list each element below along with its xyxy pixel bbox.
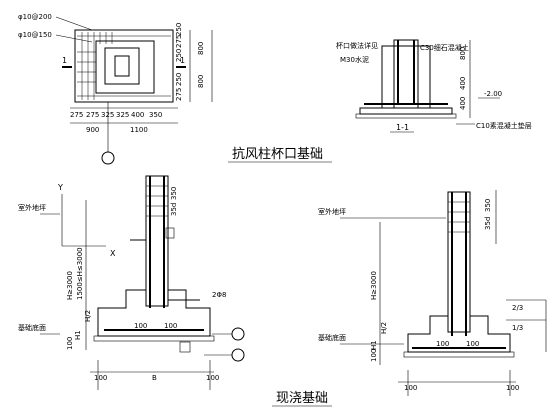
- section-note-2: C30细石混凝土: [420, 43, 469, 52]
- plan-dim-right-0: 250: [175, 23, 183, 36]
- right-dim-v-4: H/2: [380, 322, 388, 334]
- right-dim-v-3: H1: [370, 340, 378, 350]
- plan-dim-right-3: 250: [175, 49, 183, 62]
- right-dim-h-0: 100: [404, 384, 417, 392]
- left-dim-v-4: H1: [74, 330, 82, 340]
- plan-dim-bottom-4: 400: [131, 111, 144, 119]
- plan-dim-bottom-5: 350: [149, 111, 162, 119]
- right-dim-v-0: 350: [484, 199, 492, 212]
- section-dim-0: 800: [459, 47, 467, 60]
- left-label-base: 基础底面: [18, 323, 46, 332]
- plan-section-mark-left: 1: [62, 56, 67, 65]
- plan-dim-total-0: 900: [86, 126, 99, 134]
- right-cover-0: 100: [436, 340, 449, 348]
- plan-dim-bottom-1: 275: [86, 111, 99, 119]
- plan-rebar-1: φ10@200: [18, 13, 52, 21]
- left-axis-circle-1: [231, 327, 245, 341]
- left-cover-1: 100: [164, 322, 177, 330]
- right-side-mark-1: 1/3: [512, 324, 523, 332]
- section-dim-2: 400: [459, 97, 467, 110]
- section-note-3: C10素混凝土垫层: [476, 121, 532, 130]
- left-cover-0: 100: [134, 322, 147, 330]
- plan-axis-circle: [101, 151, 115, 165]
- plan-dim-right-4: 250: [175, 73, 183, 86]
- left-rebar: 2Φ8: [212, 291, 226, 299]
- right-label-base: 基础底面: [318, 333, 346, 342]
- left-dim-v-1: 35d: [170, 203, 178, 216]
- title-cast-foundation: 现浇基础: [276, 391, 328, 406]
- right-cast-detail: 室外地坪 基础底面 350 35d H≥3000 H1 H/2 100 100 …: [318, 190, 547, 396]
- plan-rebar-2: φ10@150: [18, 31, 52, 39]
- left-dim-v-3: H≥3000: [66, 271, 74, 300]
- left-label-ground: 室外地坪: [18, 203, 46, 212]
- plan-dim-right-1: 275: [175, 35, 183, 48]
- section-1-1: 杯口做法详见 M30水泥 C30细石混凝土 C10素混凝土垫层 800 400 …: [336, 39, 532, 133]
- left-cast-detail: Y X 室外地坪 基础底面 350 35d 1500≤H≤3000 H≥3000…: [18, 175, 245, 390]
- plan-dim-total-1: 1100: [130, 126, 148, 134]
- left-dim-h-0: 100: [94, 374, 107, 382]
- plan-dim-right-6: 275: [175, 88, 183, 101]
- axis-x-label: X: [110, 249, 116, 258]
- left-dim-v-2: 1500≤H≤3000: [76, 247, 84, 300]
- right-dim-v-5: 100: [370, 349, 378, 362]
- plan-section-mark-right: 1: [180, 56, 185, 65]
- left-dim-v-6: 100: [66, 337, 74, 350]
- plan-dim-right-5: 800: [197, 75, 205, 88]
- section-elevation: -2.00: [484, 90, 502, 98]
- title-cup-foundation: 抗风柱杯口基础: [232, 147, 323, 162]
- left-axis-circle-2: [231, 348, 245, 362]
- axis-y-label: Y: [57, 183, 63, 192]
- right-cover-1: 100: [466, 340, 479, 348]
- plan-dim-right-2: 800: [197, 42, 205, 55]
- right-dim-v-2: H≥3000: [370, 271, 378, 300]
- plan-dim-bottom-0: 275: [70, 111, 83, 119]
- section-label: 1-1: [396, 123, 409, 132]
- left-dim-v-5: H/2: [84, 310, 92, 322]
- right-dim-h-1: 100: [506, 384, 519, 392]
- left-dim-h-2: 100: [206, 374, 219, 382]
- plan-dim-bottom-2: 325: [101, 111, 114, 119]
- plan-dim-bottom-3: 325: [116, 111, 129, 119]
- right-side-mark-0: 2/3: [512, 304, 523, 312]
- right-label-ground: 室外地坪: [318, 207, 346, 216]
- section-note-0: 杯口做法详见: [336, 41, 378, 50]
- section-note-1: M30水泥: [340, 55, 369, 64]
- plan-view: φ10@200 φ10@150 1 1 250 275 800: [18, 13, 213, 165]
- right-dim-v-1: 35d: [484, 217, 492, 230]
- section-dim-1: 400: [459, 77, 467, 90]
- left-dim-h-1: B: [152, 374, 157, 382]
- left-dim-v-0: 350: [170, 187, 178, 200]
